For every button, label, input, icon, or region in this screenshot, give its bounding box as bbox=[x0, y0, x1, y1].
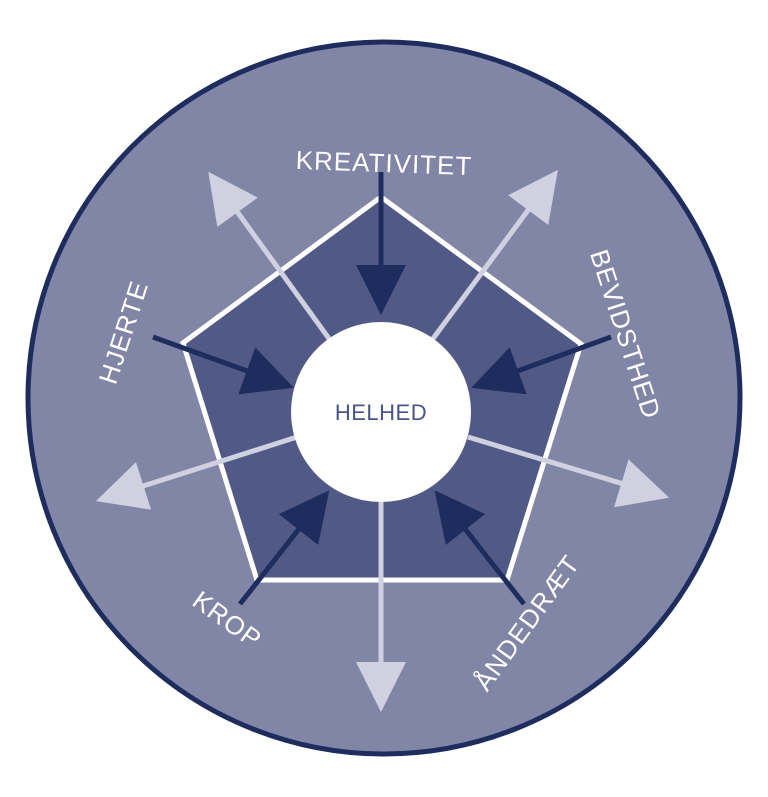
outward-arrow-left bbox=[95, 434, 298, 510]
inward-arrow-left bbox=[152, 334, 294, 395]
inward-arrows bbox=[152, 172, 612, 606]
inward-arrow-bottom-right bbox=[434, 490, 526, 606]
center-circle bbox=[291, 322, 471, 502]
inward-arrow-bottom-left bbox=[238, 490, 330, 606]
center-label: HELHED bbox=[335, 400, 427, 425]
outward-arrow-right bbox=[467, 434, 670, 508]
inward-arrow-right bbox=[471, 334, 612, 395]
label-kreativitet: KREATIVITET bbox=[295, 145, 473, 181]
outward-arrow-up-right bbox=[429, 169, 558, 342]
outward-arrows bbox=[95, 169, 670, 712]
outward-arrow-up-left bbox=[208, 171, 333, 342]
